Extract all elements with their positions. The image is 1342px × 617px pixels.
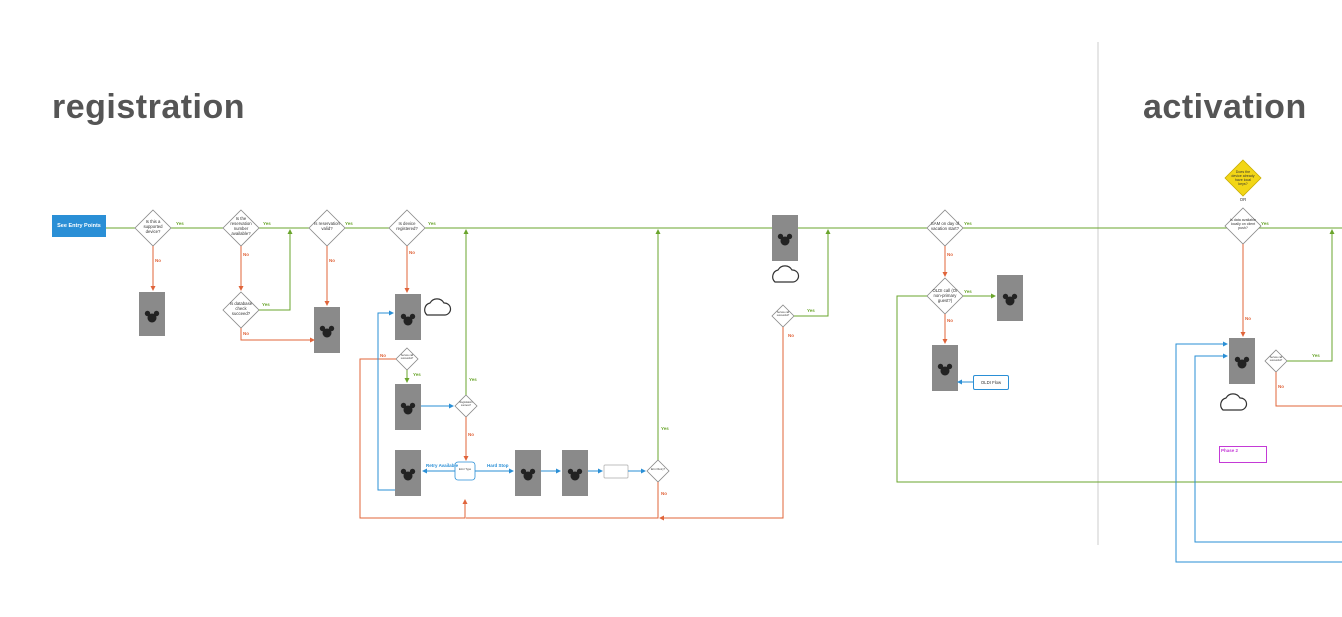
section-title-activation: activation — [1143, 88, 1307, 126]
decision-registration-success-label: Registration success? — [459, 401, 473, 407]
decision-oldi-label: OLDI call (Or non-primary guest?) — [932, 288, 958, 303]
yes-label: Yes — [176, 221, 184, 226]
yes-label: Yes — [263, 221, 271, 226]
decision-sam-day-label: SAM on day of vacation start? — [930, 221, 960, 231]
mouse-icons — [144, 233, 1250, 481]
yes-label: Yes — [964, 221, 972, 226]
yes-label: Yes — [469, 377, 477, 382]
phone-box — [603, 464, 629, 479]
decision-already-have — [1224, 159, 1262, 197]
cloud-icon-3 — [1220, 393, 1248, 411]
decision-device-registered-label: Is device registered? — [396, 221, 418, 231]
yes-label: Yes — [262, 302, 270, 307]
phase-2-label: Phase 2 — [1221, 448, 1239, 453]
no-label: No — [409, 250, 415, 255]
phase-2-box: Phase 2 — [1219, 446, 1267, 463]
yes-label: Yes — [428, 221, 436, 226]
yes-label: Yes — [964, 289, 972, 294]
hard-stop-label: Hard Stop — [487, 463, 509, 468]
error-type-label: Error Type — [458, 468, 472, 471]
decision-error-retry-label: Error Retry? — [650, 468, 666, 471]
yes-label: Yes — [413, 372, 421, 377]
cloud-icon-2 — [772, 265, 800, 283]
yes-label: Yes — [1261, 221, 1269, 226]
no-label: No — [1278, 384, 1284, 389]
decision-data-local-label: Is data available locally on client push… — [1230, 218, 1256, 231]
section-title-registration: registration — [52, 88, 246, 126]
no-label: No — [329, 258, 335, 263]
decision-supported-label: Is this a supported device? — [143, 219, 163, 234]
decision-database-check-label: Is database check succeed? — [229, 301, 253, 316]
no-label: No — [788, 333, 794, 338]
yes-label: Yes — [661, 426, 669, 431]
no-label: No — [947, 252, 953, 257]
no-label: No — [947, 318, 953, 323]
see-entry-points-button[interactable]: See Entry Points — [52, 215, 106, 237]
decision-already-have-label: Does the device already have local keys? — [1231, 170, 1255, 187]
yes-label: Yes — [345, 221, 353, 226]
yes-label: Yes — [1312, 353, 1320, 358]
decision-service-call-3-label: Service call successful? — [1269, 356, 1283, 362]
no-label: No — [243, 331, 249, 336]
no-label: No — [155, 258, 161, 263]
no-label: No — [468, 432, 474, 437]
decision-service-call-2-label: Service call successful? — [776, 311, 790, 317]
decision-reservation-valid-label: Is reservation valid? — [314, 221, 340, 231]
cloud-icon-1 — [424, 298, 452, 316]
no-label: No — [1245, 316, 1251, 321]
retry-available-label: Retry Available — [426, 463, 459, 468]
no-label: No — [243, 252, 249, 257]
decision-service-call-1-label: Service call successful? — [400, 354, 414, 360]
decision-reservation-available-label: Is the reservation number available? — [230, 216, 252, 236]
oldi-flow-box[interactable]: OLDI Flow — [973, 375, 1009, 390]
no-label: No — [380, 353, 386, 358]
yes-label: Yes — [807, 308, 815, 313]
no-label: No — [661, 491, 667, 496]
or-label: OR — [1239, 197, 1247, 202]
